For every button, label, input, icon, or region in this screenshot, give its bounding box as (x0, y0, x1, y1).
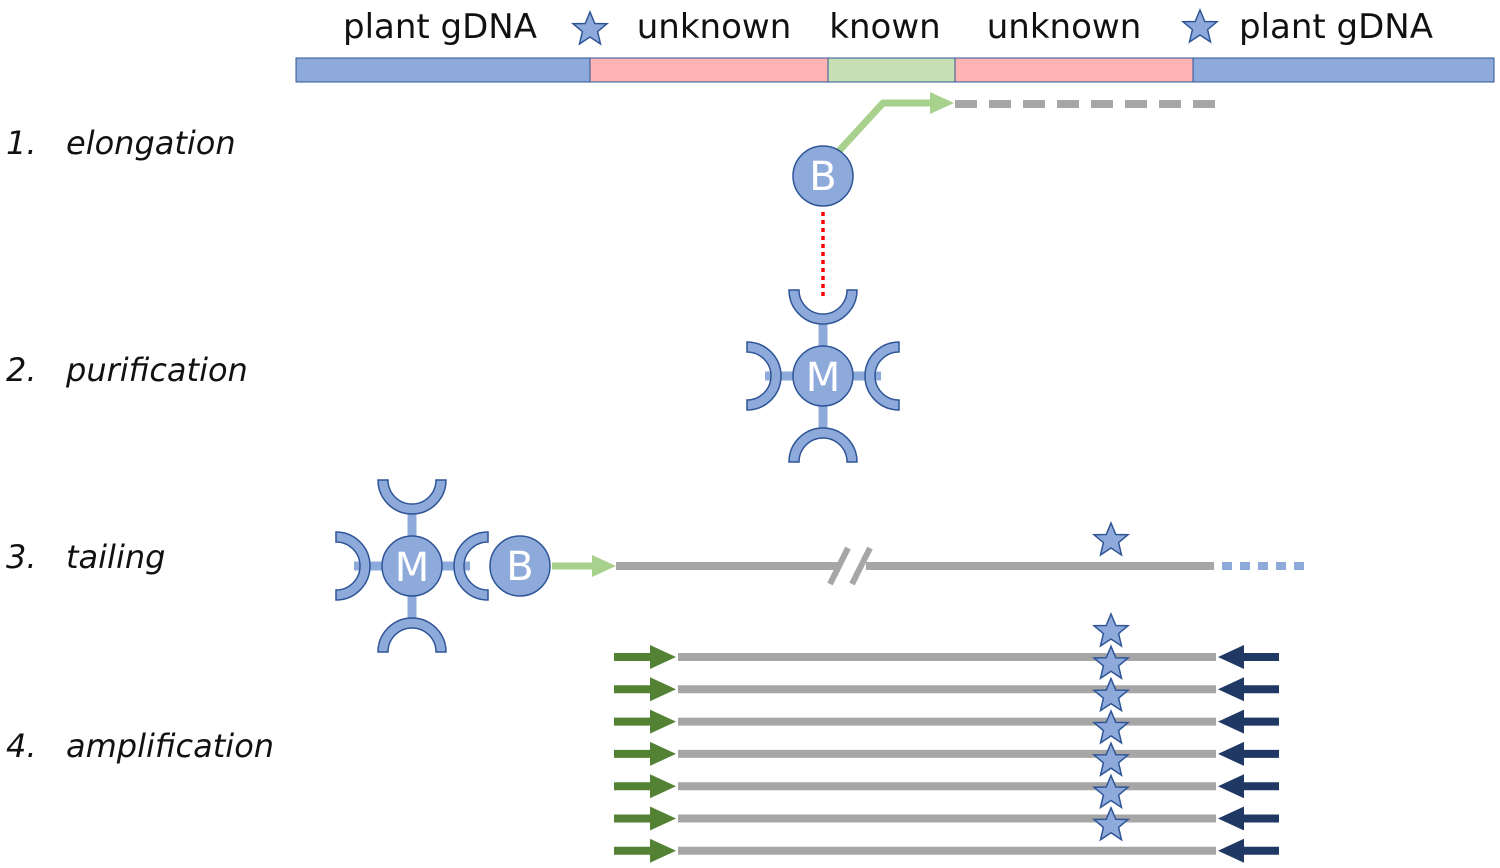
step-label: purification (65, 351, 248, 389)
unknown-right-label: unknown (987, 7, 1142, 47)
step-4: 4. amplification (6, 727, 274, 765)
amplicon-row (614, 709, 1279, 734)
star-icon (1093, 645, 1129, 680)
genome-bar (295, 57, 1495, 83)
reverse-arrow-head-icon (1218, 838, 1244, 863)
reverse-arrow-head-icon (1218, 741, 1244, 766)
known-label: known (829, 7, 940, 47)
star-icon (1093, 710, 1129, 744)
elongation-primer (835, 92, 1222, 155)
star-icon (1093, 807, 1129, 841)
magnetic-bead-icon: M (336, 480, 488, 652)
amplicon-row (614, 774, 1279, 799)
plant-gdna-right-label: plant gDNA (1239, 7, 1433, 47)
amplicon-row (614, 677, 1279, 702)
plant-gdna-right-segment (1192, 57, 1495, 83)
forward-arrow-head-icon (650, 838, 676, 863)
star-icon (1093, 522, 1129, 556)
amplicon-row (614, 741, 1279, 766)
biotin-letter: B (506, 544, 533, 590)
break-mark-icon (849, 546, 873, 586)
forward-arrow-head-icon (650, 741, 676, 766)
reverse-arrow-head-icon (1218, 709, 1244, 734)
amplicon-row (614, 838, 1279, 863)
break-mark-icon (827, 546, 851, 586)
magnetic-bead-icon: M (747, 290, 899, 462)
star-icon (1093, 742, 1129, 776)
unknown-left-segment (589, 57, 829, 83)
star-icon (1182, 9, 1218, 43)
reverse-arrow-head-icon (1218, 774, 1244, 799)
step-label: amplification (66, 727, 274, 765)
star-icon (572, 11, 608, 45)
amplification-strands (614, 613, 1279, 863)
reverse-arrow-head-icon (1218, 806, 1244, 831)
star-icon (1093, 613, 1129, 647)
step-number: 3. (6, 538, 37, 576)
magnetic-letter: M (806, 355, 841, 401)
step-number: 2. (6, 351, 37, 389)
primer-arrow-icon (835, 99, 935, 155)
biotin-bead-icon: B (489, 535, 551, 597)
star-icon (1093, 677, 1129, 712)
step-number: 4. (6, 727, 37, 765)
arrow-head-icon (592, 555, 616, 577)
step-number: 1. (6, 124, 37, 162)
biotin-letter: B (809, 154, 836, 200)
arrow-head-icon (930, 92, 954, 114)
forward-arrow-head-icon (650, 774, 676, 799)
forward-arrow-head-icon (650, 645, 676, 669)
step-3: 3. tailing (6, 538, 165, 576)
forward-arrow-head-icon (650, 806, 676, 831)
magnetic-letter: M (395, 545, 430, 591)
amplicon-row (614, 806, 1279, 831)
known-segment (827, 57, 956, 83)
amplicon-row (614, 645, 1279, 669)
step-1: 1. elongation (6, 124, 236, 162)
step-label: tailing (66, 538, 165, 576)
plant-gdna-left-label: plant gDNA (343, 7, 537, 47)
reverse-arrow-head-icon (1218, 677, 1244, 702)
reverse-arrow-head-icon (1218, 645, 1244, 669)
unknown-right-segment (954, 57, 1194, 83)
step-label: elongation (66, 124, 236, 162)
plant-gdna-left-segment (295, 57, 591, 83)
biotin-bead-icon: B (792, 145, 854, 207)
step-2: 2. purification (6, 351, 248, 389)
star-icon (1093, 774, 1129, 809)
forward-arrow-head-icon (650, 677, 676, 702)
forward-arrow-head-icon (650, 709, 676, 734)
unknown-left-label: unknown (637, 7, 792, 47)
